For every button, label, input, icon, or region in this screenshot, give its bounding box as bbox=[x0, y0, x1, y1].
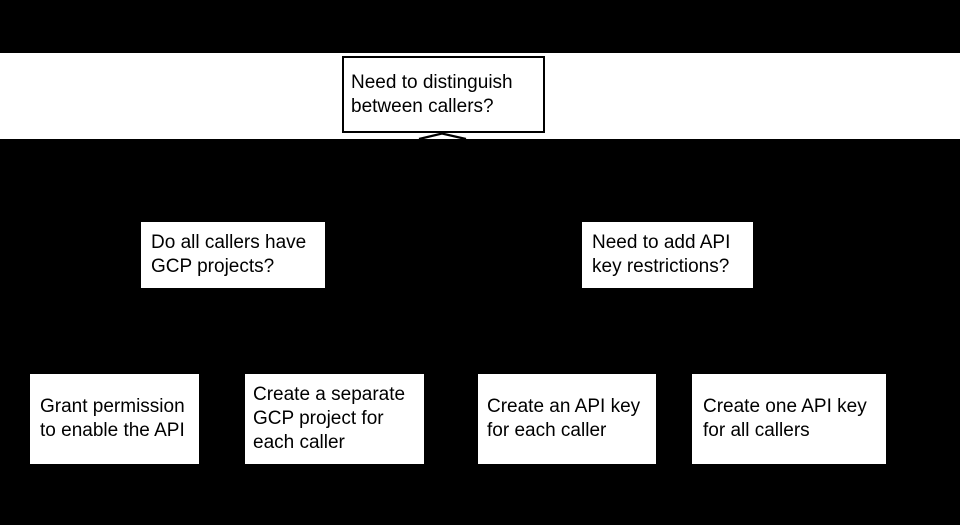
decision-node-distinguish-callers: Need to distinguish between callers? bbox=[342, 56, 545, 133]
outcome-node-separate-gcp-project: Create a separate GCP project for each c… bbox=[245, 374, 424, 464]
outcome-node-grant-permission: Grant permission to enable the API bbox=[30, 374, 199, 464]
outcome-node-one-api-key: Create one API key for all callers bbox=[692, 374, 886, 464]
branch-connector-icon bbox=[418, 132, 467, 141]
decision-node-key-restrictions: Need to add API key restrictions? bbox=[582, 222, 753, 288]
decision-node-gcp-projects: Do all callers have GCP projects? bbox=[141, 222, 325, 288]
outcome-node-api-key-per-caller: Create an API key for each caller bbox=[478, 374, 656, 464]
